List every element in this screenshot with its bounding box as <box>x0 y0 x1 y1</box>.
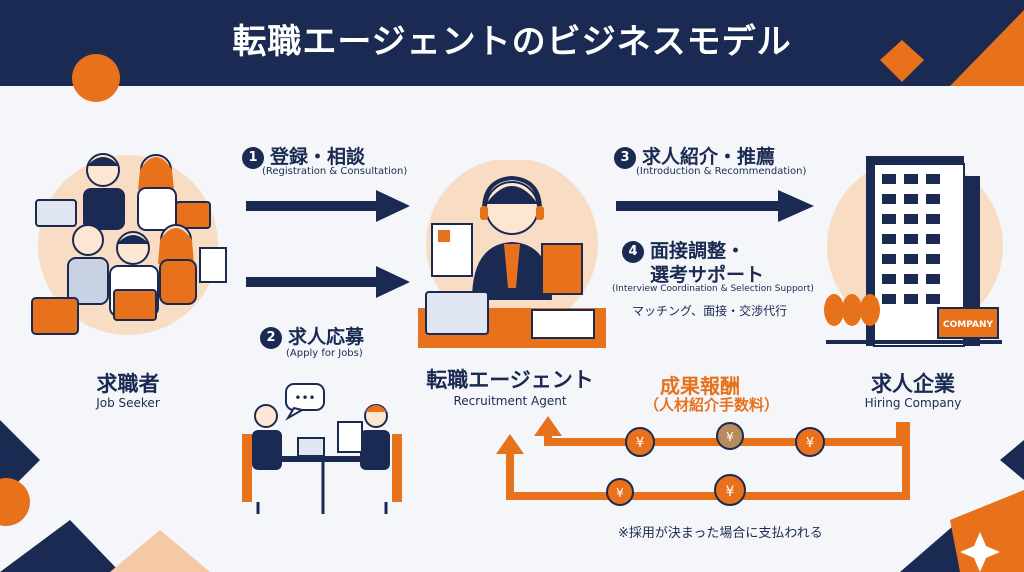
step-3-label: 求人紹介・推薦 <box>642 146 776 168</box>
page-title: 転職エージェントのビジネスモデル <box>232 22 792 62</box>
role-agent-en: Recruitment Agent <box>453 394 567 408</box>
coin-icon: ¥ <box>795 427 825 457</box>
role-job-seeker: 求職者 <box>96 372 160 396</box>
coin-icon: ¥ <box>714 474 746 506</box>
fee-flow-arrows: ¥ ¥ ¥ ¥ ¥ <box>496 416 910 506</box>
svg-text:¥: ¥ <box>806 436 814 451</box>
role-company: 求人企業 <box>871 372 955 396</box>
step-2-en: (Apply for Jobs) <box>286 348 363 359</box>
fee-title: 成果報酬 <box>660 374 740 398</box>
step-2-number: 2 <box>260 327 282 349</box>
speech-bubble-text: ••• <box>294 391 315 405</box>
role-agent: 転職エージェント <box>426 368 594 392</box>
role-company-en: Hiring Company <box>864 396 962 410</box>
step-3-number: 3 <box>614 147 636 169</box>
job-seekers-illustration <box>31 153 227 335</box>
fee-detail: （人材紹介手数料） <box>644 396 780 414</box>
step-4-label-2: 選考サポート <box>650 264 765 286</box>
coin-icon: ¥ <box>716 422 744 450</box>
step-4-detail: マッチング、面接・交渉代行 <box>632 304 788 318</box>
svg-text:¥: ¥ <box>726 430 734 444</box>
svg-text:¥: ¥ <box>726 484 735 500</box>
step-3-en: (Introduction & Recommendation) <box>636 166 807 177</box>
step-2-label: 求人応募 <box>288 326 365 348</box>
step-4-label-1: 面接調整・ <box>650 240 746 262</box>
fee-note: ※採用が決まった場合に支払われる <box>618 526 823 541</box>
coin-icon: ¥ <box>606 478 634 506</box>
step-1-number: 1 <box>242 147 264 169</box>
step-4: 4 面接調整・ <box>622 236 745 263</box>
step-4-number: 4 <box>622 241 644 263</box>
svg-text:¥: ¥ <box>616 486 624 500</box>
company-sign-text: COMPANY <box>943 320 993 330</box>
agent-company-arrow <box>616 190 814 222</box>
step-1: 1 登録・相談 <box>242 142 365 169</box>
agent-illustration <box>418 160 606 348</box>
step-2: 2 求人応募 <box>260 322 364 349</box>
step-3: 3 求人紹介・推薦 <box>614 142 775 169</box>
svg-text:¥: ¥ <box>636 436 644 451</box>
role-job-seeker-en: Job Seeker <box>96 396 160 410</box>
step-1-label: 登録・相談 <box>270 146 366 168</box>
coin-icon: ¥ <box>625 427 655 457</box>
step-4-en: (Interview Coordination & Selection Supp… <box>612 284 814 294</box>
step-1-en: (Registration & Consultation) <box>262 166 408 177</box>
company-illustration: COMPANY <box>824 156 1003 347</box>
seeker-agent-arrows <box>246 190 410 298</box>
interview-illustration: ••• <box>242 383 402 514</box>
